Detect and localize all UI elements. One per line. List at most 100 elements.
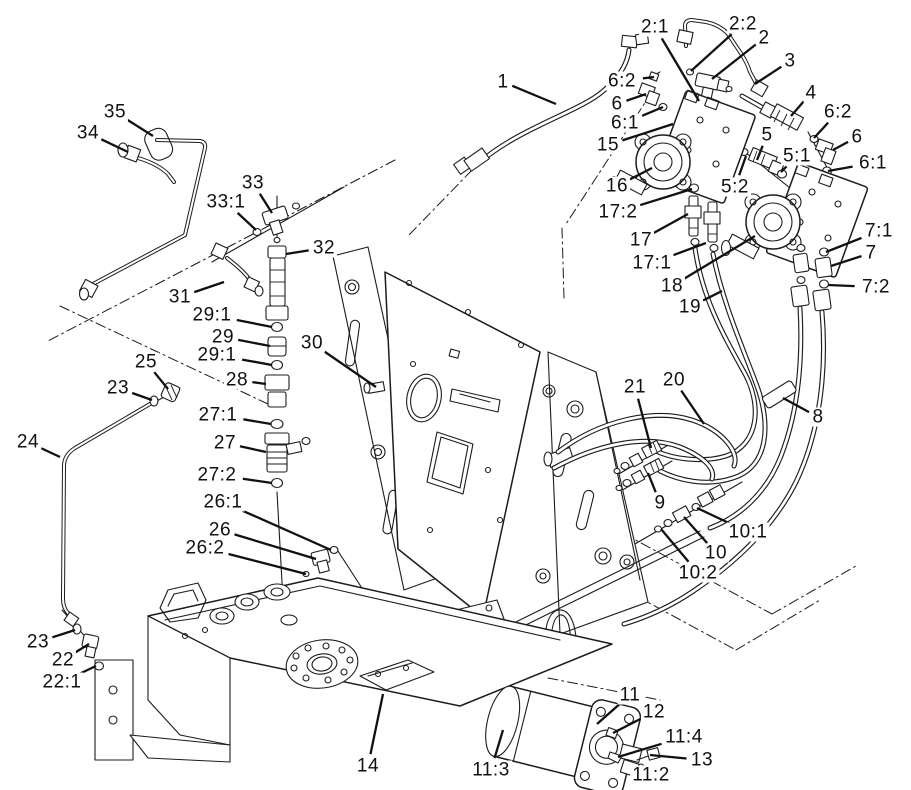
leader-line-4-5 [790,100,805,117]
hose-bundle [551,245,827,627]
valve-27 [264,432,311,473]
leader-line-27-1-49 [243,418,272,426]
callout-label-27-50: 27 [211,432,239,454]
callout-label-5-2-13: 5:2 [719,176,751,198]
callout-label-19-24: 19 [676,296,704,318]
oring-17-1b [709,243,719,253]
valve-column [252,202,339,578]
callout-label-11-4-34: 11:4 [663,726,705,748]
leader-line-8-25 [782,396,810,414]
callout-label-2-2-2: 2:2 [727,13,759,35]
key-11-4 [607,751,623,764]
leader-line-12-33 [612,717,642,735]
leader-line-17-1-22 [672,241,707,257]
leader-line-18-23 [683,235,756,280]
leader-line-26-1-53 [241,509,332,552]
leader-line-10-2-31 [660,528,690,563]
callout-label-8-25: 8 [810,406,826,428]
leader-line-3-4 [754,65,782,85]
callout-label-10-30: 10 [702,542,730,564]
callout-label-6-15: 6 [849,126,865,148]
callout-label-32-43: 32 [310,237,338,259]
leader-line-13-35 [649,753,687,760]
leader-line-14-38 [369,693,385,755]
callout-label-5-1-12: 5:1 [781,145,813,167]
leader-line-2-3 [711,43,757,80]
motor-mount-plate-14 [359,659,435,691]
leader-line-20-26 [680,389,705,425]
callout-label-6-7: 6 [609,93,625,115]
callout-label-7-1-17: 7:1 [863,220,895,242]
oring-23-upper [149,395,159,407]
callout-label-26-1-53: 26:1 [201,491,245,513]
leader-line-24-58 [40,447,61,459]
callout-label-11-3-37: 11:3 [470,759,512,781]
leader-line-7-2-19 [827,283,855,288]
leader-line-6-2-6 [642,75,655,80]
leader-line-17-21 [653,212,689,235]
leader-line-23-57 [131,391,153,402]
callout-label-33-1-42: 33:1 [204,191,248,213]
callout-label-21-27: 21 [621,376,649,398]
callout-label-27-2-51: 27:2 [195,464,239,486]
callout-label-15-9: 15 [594,134,622,156]
callout-label-20-26: 20 [660,369,688,391]
leader-line-6-15 [832,140,849,152]
callout-label-4-5: 4 [803,82,819,104]
leader-line-9-28 [646,472,657,493]
callout-label-2-1-1: 2:1 [639,16,671,38]
fitting-7-set [790,243,833,312]
callout-label-17-21: 17 [627,229,655,251]
callout-label-24-58: 24 [14,431,42,453]
leader-line-5-1-12 [780,165,788,173]
callout-label-5-11: 5 [759,124,775,146]
fitting-cluster-10 [653,484,726,533]
callout-label-6-1-16: 6:1 [857,152,889,174]
leader-line-11-4-34 [617,742,662,759]
leader-line-1-0 [511,84,557,106]
callout-label-14-38: 14 [354,755,382,777]
callout-label-18-23: 18 [658,275,686,297]
leader-line-6-7 [626,92,647,102]
leader-line-29-1-45 [236,318,273,329]
callout-label-6-2-14: 6:2 [822,101,854,123]
callout-label-13-35: 13 [688,749,716,771]
hose-clamp-8 [761,380,797,409]
callout-label-23-57: 23 [104,377,132,399]
callout-label-23-59: 23 [24,631,52,653]
leader-line-19-24 [702,289,723,302]
callout-label-16-10: 16 [603,175,631,197]
callout-label-10-2-31: 10:2 [676,562,720,584]
callout-label-30-52: 30 [298,332,326,354]
leader-line-30-52 [322,350,377,388]
leader-line-2-2-2 [690,33,733,72]
leader-line-7-1-17 [825,236,862,254]
callout-label-11-2-36: 11:2 [630,764,672,786]
elbow-26 [302,545,339,578]
leader-line-34-40 [100,138,129,154]
hose-1 [453,32,650,175]
callout-label-33-41: 33 [239,172,267,194]
leader-line-16-10 [629,166,653,181]
callout-label-34-40: 34 [74,122,102,144]
callout-label-1-0: 1 [495,71,511,93]
leader-line-17-2-20 [639,187,693,207]
callout-label-6-2-6: 6:2 [606,70,638,92]
fitting-7 [814,256,833,279]
leader-line-22-1-61 [80,664,97,675]
leader-line-31-44 [193,280,225,294]
callout-label-29-1-45: 29:1 [190,304,234,326]
leader-line-33-41 [258,193,273,214]
callout-label-22-60: 22 [49,649,77,671]
callout-label-26-2-55: 26:2 [183,537,227,559]
leader-line-15-9 [622,122,674,142]
leader-line-2-1-1 [660,37,700,102]
leader-line-35-39 [126,118,154,137]
callout-label-17-1-22: 17:1 [630,252,674,274]
leader-line-25-56 [153,371,169,390]
callout-label-29-1-47: 29:1 [195,344,239,366]
hose-4 [739,93,805,131]
leader-line-11-3-37 [493,729,505,759]
leader-line-27-50 [239,445,267,454]
